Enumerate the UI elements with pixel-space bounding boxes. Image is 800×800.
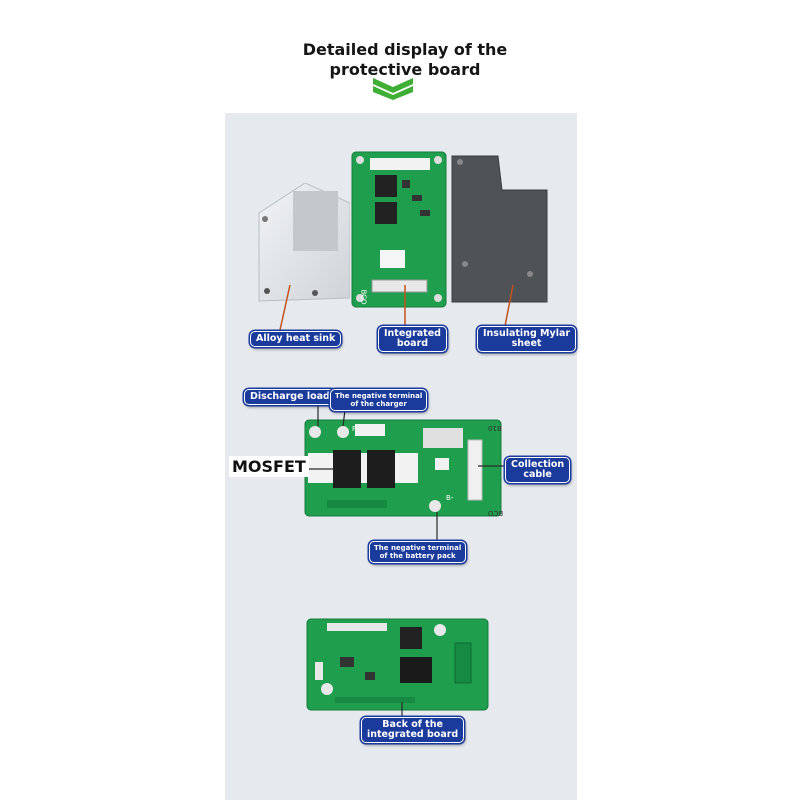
page-title: Detailed display of the protective board [250,40,560,80]
integrated-board-top [351,151,447,308]
callout-battery-negative-line2: of the battery pack [379,552,456,560]
board-mark-b-minus: B- [446,494,454,502]
callout-charger-negative-line2: of the charger [350,400,407,408]
callout-insulating-mylar: Insulating Mylar sheet [477,326,577,352]
callout-collection-cable-line1: Collection [511,459,565,470]
callout-insulating-mylar-line1: Insulating Mylar [483,328,571,339]
callout-battery-negative: The negative terminal of the battery pac… [369,541,467,563]
alloy-heat-sink [258,183,350,302]
callout-alloy-heat-sink: Alloy heat sink [250,331,342,347]
title-line-1: Detailed display of the [302,40,508,59]
callout-integrated-board-line2: board [396,338,429,349]
callout-alloy-heat-sink-text: Alloy heat sink [256,333,336,344]
callout-battery-negative-line1: The negative terminal [374,544,462,552]
callout-collection-cable-line2: cable [523,469,552,480]
callout-discharge-load-text: Discharge load [250,391,330,402]
callout-insulating-mylar-line2: sheet [511,338,542,349]
callout-collection-cable: Collection cable [505,457,571,483]
callout-back-board-line2: integrated board [367,729,459,740]
board-mark-p-minus: P- [352,425,359,433]
integrated-board-annotated [304,419,502,517]
callout-back-board: Back of the integrated board [361,717,465,743]
integrated-board-back [306,618,489,711]
title-line-2: protective board [329,60,481,79]
callout-charger-negative: The negative terminal of the charger [330,389,428,411]
double-chevron-down-icon [373,78,413,100]
callout-integrated-board: Integrated board [378,326,447,352]
callout-integrated-board-line1: Integrated [384,328,441,339]
insulating-mylar-sheet [451,155,548,303]
callout-back-board-line1: Back of the [382,719,443,730]
callout-charger-negative-line1: The negative terminal [335,392,423,400]
label-mosfet: MOSFET [229,456,309,477]
